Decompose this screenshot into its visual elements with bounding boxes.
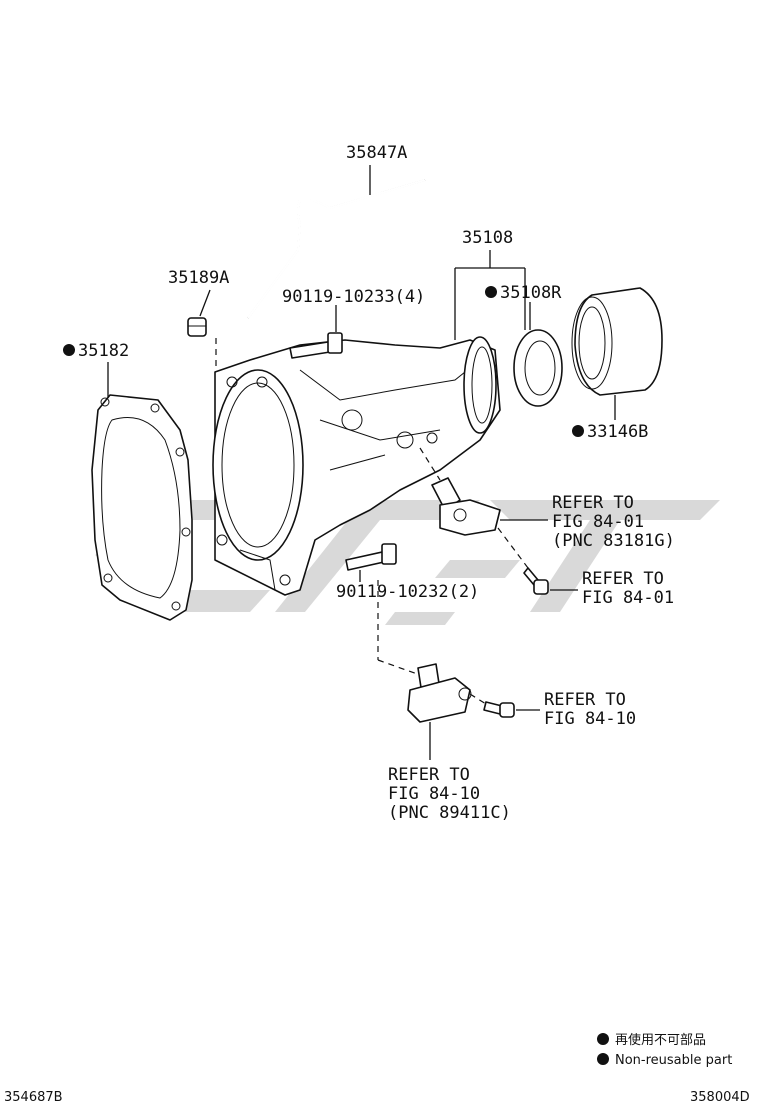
breather-cap-35189A xyxy=(187,317,207,337)
label-33146B: 33146B xyxy=(587,422,648,442)
bolt-90119-10233 xyxy=(289,332,343,359)
ref-84-10-pnc-line1: REFER TO xyxy=(388,765,470,785)
legend-jp: 再使用不可部品 xyxy=(615,1032,706,1048)
bolt-90119-10232 xyxy=(345,543,397,571)
label-35108R: 35108R xyxy=(500,283,562,303)
ref-84-01-pnc-line3: (PNC 83181G) xyxy=(552,531,675,551)
ref-84-01-pnc-line2: FIG 84-01 xyxy=(552,512,644,532)
ref-84-10-pnc-line2: FIG 84-10 xyxy=(388,784,480,804)
label-35108: 35108 xyxy=(462,228,513,248)
ref-84-10-pnc-line3: (PNC 89411C) xyxy=(388,803,511,823)
gasket-35182 xyxy=(91,394,193,621)
non-reusable-marker-33146B xyxy=(572,425,584,437)
legend-marker-jp xyxy=(597,1033,609,1045)
footer-right-code: 358004D xyxy=(690,1090,750,1105)
ref-84-01-line1: REFER TO xyxy=(582,569,664,589)
pipe-35847A xyxy=(247,178,426,319)
legend: 再使用不可部品 Non-reusable part xyxy=(597,1032,732,1068)
small-bolt-84-01 xyxy=(523,567,549,595)
speed-sensor-83181G xyxy=(431,477,501,536)
ref-84-10-line2: FIG 84-10 xyxy=(544,709,636,729)
ref-84-01-pnc-line1: REFER TO xyxy=(552,493,634,513)
footer-left-code: 354687B xyxy=(4,1090,63,1105)
sensor-89411C xyxy=(407,663,472,723)
label-90119-10233: 90119-10233(4) xyxy=(282,287,425,307)
legend-marker-en xyxy=(597,1053,609,1065)
extension-housing-35108 xyxy=(212,336,501,596)
label-35189A: 35189A xyxy=(168,268,229,288)
non-reusable-marker-35182 xyxy=(63,344,75,356)
label-35182: 35182 xyxy=(78,341,129,361)
ref-84-10-line1: REFER TO xyxy=(544,690,626,710)
ref-84-01-line2: FIG 84-01 xyxy=(582,588,674,608)
small-bolt-84-10 xyxy=(483,701,515,718)
dust-deflector-33146B xyxy=(571,287,663,396)
label-35847A: 35847A xyxy=(346,143,407,163)
legend-en: Non-reusable part xyxy=(615,1053,732,1068)
non-reusable-marker-35108R xyxy=(485,286,497,298)
label-90119-10232: 90119-10232(2) xyxy=(336,582,479,602)
oil-seal-35108R xyxy=(513,329,563,407)
